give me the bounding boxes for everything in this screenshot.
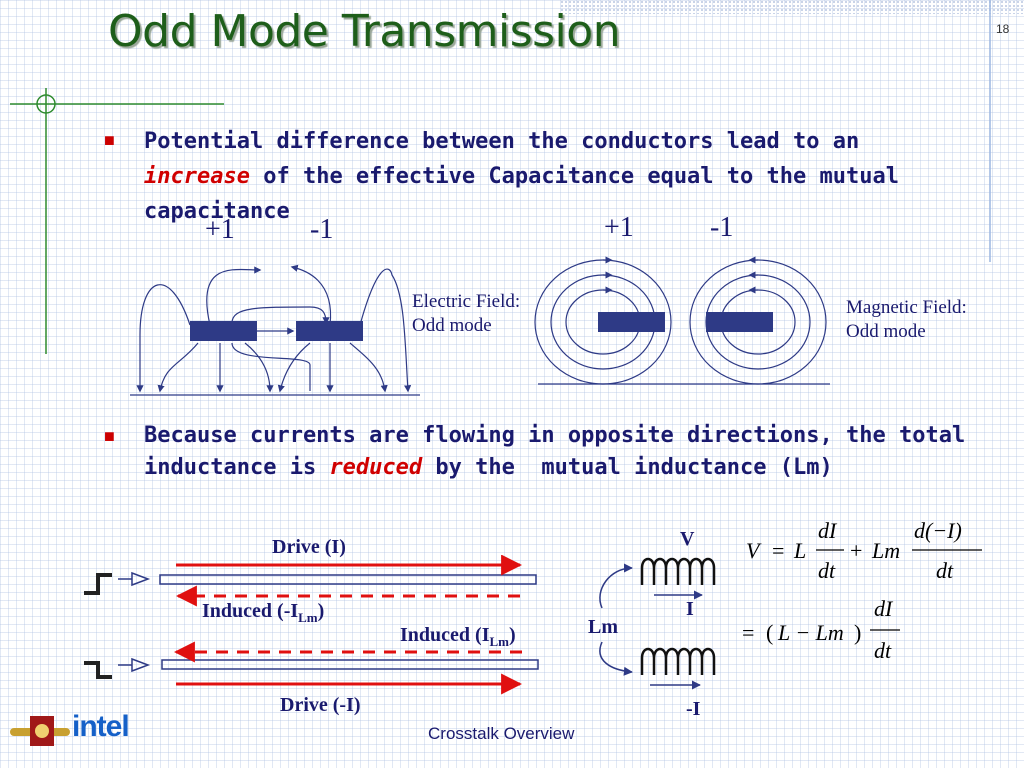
eq-equals-2: = [742,620,754,645]
drive-bottom-label: Drive (-I) [280,694,361,716]
bullet-1-line-2: increase of the effective Capacitance eq… [144,159,964,194]
bullet-2-line-2: inductance is reduced by the mutual indu… [144,452,1004,484]
induced-pos-text: Induced (I [400,624,490,646]
mfield-minus-label: -1 [710,212,734,243]
negative-current-label: -I [686,698,701,720]
coupled-lines-diagram [84,555,539,695]
efield-caption: Electric Field: Odd mode [412,290,520,338]
mfield-plus-label: +1 [604,212,634,243]
eq-di-2: dI [874,596,894,621]
conductor-negative [706,312,773,332]
driver-top-icon [131,571,151,587]
eq-rparen: ) [854,620,861,645]
page-number: 18 [996,22,1010,36]
efield-caption-line-1: Electric Field: [412,291,521,312]
bullet-1-text: Potential difference between the conduct… [144,124,964,229]
trace-top [159,574,537,585]
eq-dt-2: dt [936,558,954,583]
trace-bottom [161,659,539,670]
bullet-1-line-2-rest: of the effective Capacitance equal to th… [249,164,899,189]
conductor-positive [190,321,257,341]
intel-logo-icon [10,716,70,746]
coupling-arrow-bottom [599,641,633,676]
induced-neg-text: Induced (-I [202,600,299,622]
falling-step-icon [84,661,112,679]
mfield-caption-line-2: Odd mode [846,321,926,342]
inductor-top-icon [640,557,716,585]
bullet-marker: ■ [104,426,115,446]
intel-logo: intel [72,710,130,743]
voltage-label: V [680,528,695,550]
bullet-1-line-3: capacitance [144,199,290,224]
mutual-inductance-label: Lm [588,616,618,638]
efield-minus-label: -1 [310,214,334,245]
header-pattern-band [560,0,1024,14]
footer-text: Crosstalk Overview [428,724,575,743]
conductor-negative [296,321,363,341]
induced-neg-label: Induced (-ILm) [202,600,324,626]
electric-field-diagram [130,264,420,396]
bullet-2-emphasis: reduced [329,455,423,480]
bullet-1-emphasis: increase [144,164,250,189]
eq-l: L [793,538,806,563]
efield-caption-line-2: Odd mode [412,315,492,336]
eq-di-1: dI [818,518,838,543]
eq-lparen: ( [766,620,773,645]
bullet-2-line-1: Because currents are flowing in opposite… [144,423,966,448]
induced-neg-close: ) [317,600,325,622]
inductance-equation: V = L dI dt + Lm d(−I) dt = ( L − Lm ) d… [742,518,982,663]
mfield-caption: Magnetic Field: Odd mode [846,296,967,344]
eq-l-minus-lm: L − Lm [777,620,844,645]
induced-neg-subscript: Lm [298,610,318,625]
driver-bottom-icon [131,657,151,673]
inductor-bottom-icon [640,647,716,675]
mfield-caption-line-1: Magnetic Field: [846,297,967,318]
bullet-1-line-1: Potential difference between the conduct… [144,129,860,154]
conductor-positive [598,312,665,332]
bullet-2-text: Because currents are flowing in opposite… [144,420,1004,484]
coupling-arrow-top [599,563,633,609]
eq-lm-1: Lm [871,538,900,563]
eq-v: V [746,538,762,563]
induced-pos-subscript: Lm [489,634,509,649]
drive-top-label: Drive (I) [272,536,346,558]
eq-d-neg-i: d(−I) [914,518,962,543]
bullet-marker: ■ [104,130,115,150]
eq-dt-1: dt [818,558,836,583]
eq-equals-1: = [772,538,784,563]
efield-plus-label: +1 [205,214,235,245]
eq-plus: + [850,538,862,563]
induced-pos-label: Induced (ILm) [400,624,516,650]
induced-pos-close: ) [508,624,516,646]
slide-title: Odd Mode Transmission [108,6,621,57]
bullet-2-line-2-start: inductance is [144,455,330,480]
magnetic-field-diagram [534,256,830,385]
inductor-coupling-diagram [599,557,716,690]
bullet-2-line-2-end: by the mutual inductance (Lm) [422,455,833,480]
current-label: I [686,598,694,620]
eq-dt-3: dt [874,638,892,663]
rising-step-icon [84,573,112,595]
